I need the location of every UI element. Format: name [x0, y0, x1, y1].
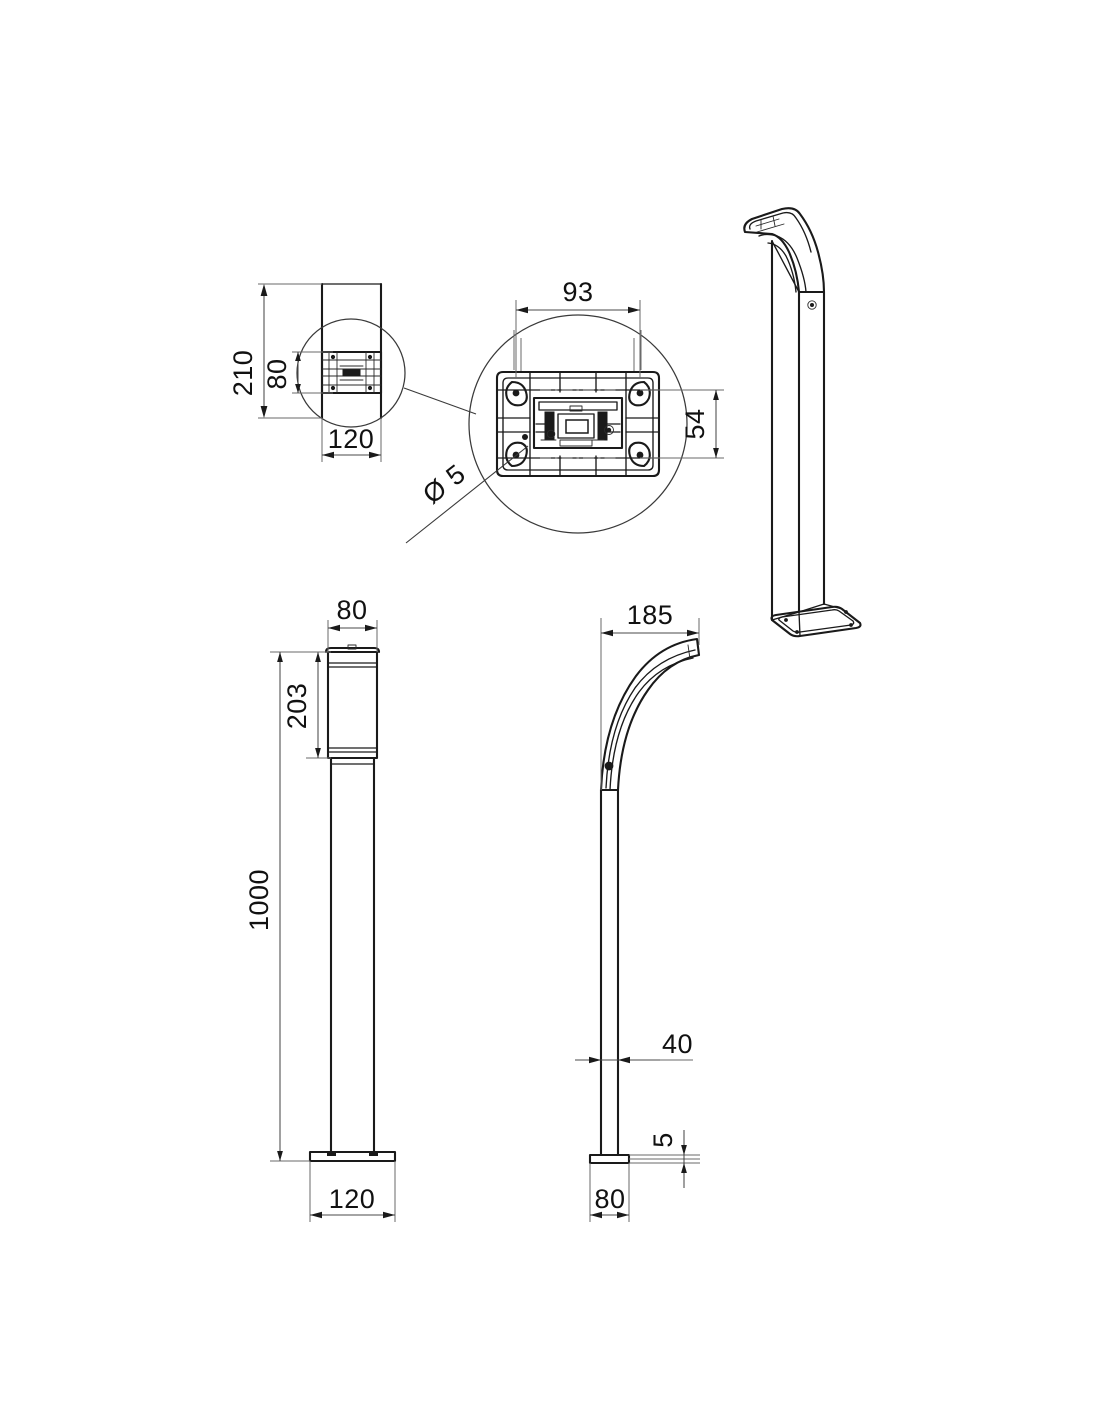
dim-label-93: 93: [562, 277, 593, 307]
view-side-elevation: 185 40 5 80: [575, 600, 701, 1222]
dim-dia5: Ø 5: [405, 445, 529, 544]
dim-54: 54: [640, 389, 724, 459]
mounting-hole-tl: [512, 389, 520, 397]
dim-1000: 1000: [244, 651, 331, 1162]
dim-80-head: 80: [327, 595, 378, 652]
mounting-hole-tr: [636, 389, 644, 397]
dim-label-dia5: Ø 5: [417, 458, 471, 509]
side-pole: [599, 761, 620, 1157]
dim-label-80-head: 80: [336, 595, 367, 625]
detail-leader-line: [403, 387, 477, 415]
dim-label-40: 40: [662, 1029, 693, 1059]
view-isometric: [743, 207, 862, 638]
dim-label-203: 203: [282, 683, 312, 730]
iso-pole: [770, 239, 826, 622]
view-enlarged-detail: 93 54 Ø 5: [405, 277, 724, 544]
dim-210: 210: [228, 283, 322, 419]
dim-120-base: 120: [309, 1161, 396, 1222]
dim-40: 40: [575, 1029, 693, 1064]
dim-label-54: 54: [680, 408, 710, 439]
dim-5: 5: [629, 1130, 700, 1188]
dim-label-1000: 1000: [244, 869, 274, 931]
corner-bosses: [505, 380, 651, 468]
iso-lamp-head: [743, 207, 826, 294]
side-curved-arm: [599, 637, 701, 792]
dim-185: 185: [600, 600, 700, 790]
dim-label-80-base: 80: [594, 1184, 625, 1214]
mounting-plate-outline: [495, 370, 661, 478]
dim-120-section: 120: [321, 418, 382, 462]
dim-label-80-section: 80: [262, 358, 292, 389]
dim-203: 203: [282, 651, 331, 759]
view-top-section: 210 80 120: [228, 282, 477, 462]
dim-93: 93: [515, 277, 641, 378]
detail-circle-small: [296, 318, 406, 428]
dim-label-210: 210: [228, 350, 258, 397]
view-front-elevation: 80 203 1000 120: [244, 595, 397, 1222]
side-screw: [604, 761, 614, 771]
dim-label-185: 185: [627, 600, 674, 630]
front-lamp-head: [324, 644, 381, 760]
iso-base-plate: [770, 603, 862, 638]
dim-label-5: 5: [648, 1132, 678, 1148]
detail-circle-large: [468, 314, 688, 534]
section-casting-block: [320, 350, 383, 395]
gear-tray-assembly: [522, 396, 624, 450]
dim-80-section: 80: [262, 351, 333, 394]
dim-label-120-base: 120: [329, 1184, 376, 1214]
dim-label-120-section: 120: [328, 424, 375, 454]
dim-80-base: 80: [589, 1163, 630, 1222]
mounting-hole-br: [636, 451, 644, 459]
front-base-plate: [308, 1150, 397, 1163]
iso-screw: [807, 300, 817, 310]
front-pole: [329, 756, 376, 1154]
